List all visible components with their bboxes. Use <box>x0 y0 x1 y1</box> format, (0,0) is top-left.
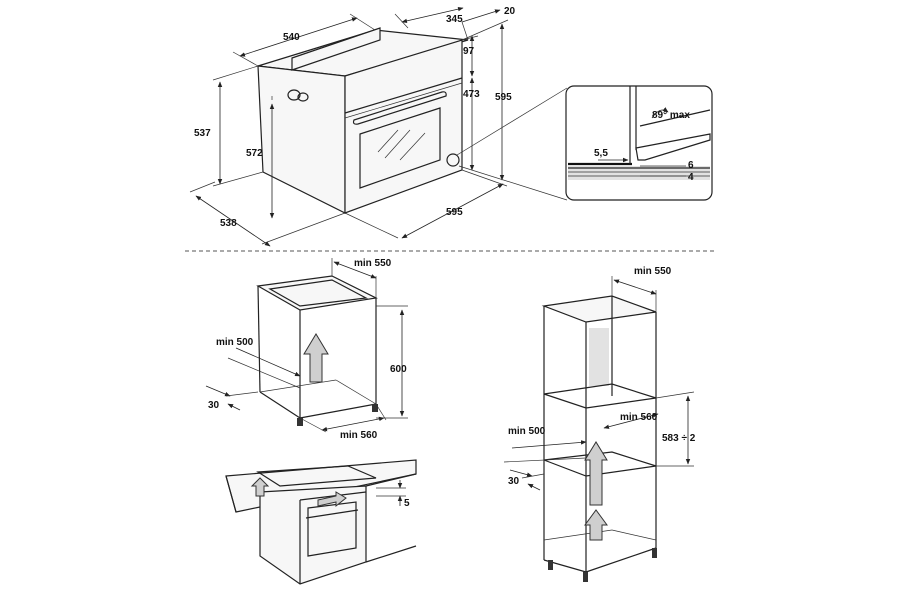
uc-height: 600 <box>390 364 407 375</box>
hob-installation: 5 <box>225 459 417 585</box>
uc-offset: 30 <box>208 400 220 411</box>
detail-dim-b: 4 <box>688 172 694 183</box>
detail-leader-bottom <box>458 165 568 201</box>
label-345: 345 <box>446 14 463 25</box>
label-20: 20 <box>504 6 516 17</box>
uc-width: min 560 <box>340 430 378 441</box>
under-counter-cabinet: min 550 600 min 500 min 560 30 <box>205 258 408 441</box>
dim-20: 20 <box>461 6 516 23</box>
label-97: 97 <box>463 46 475 57</box>
detail-angle: 89° max <box>652 110 690 121</box>
dim-595-width: 595 <box>344 169 508 239</box>
col-top-depth: min 550 <box>634 266 672 277</box>
label-595-height: 595 <box>495 92 512 103</box>
oven-dimension-view: 540 345 20 97 473 595 <box>189 6 713 247</box>
col-vent-depth: min 500 <box>508 426 546 437</box>
hinge-detail: 89° max 5,5 6 4 <box>565 85 713 201</box>
uc-vent-depth: min 500 <box>216 337 254 348</box>
uc-top-depth: min 550 <box>354 258 392 269</box>
label-538: 538 <box>220 218 237 229</box>
detail-leader-top <box>456 87 568 156</box>
detail-gap: 5,5 <box>594 148 608 159</box>
hob-gap: 5 <box>404 498 410 509</box>
dim-538: 538 <box>189 181 346 247</box>
label-595-width: 595 <box>446 207 463 218</box>
dim-595-height: 595 <box>461 19 512 181</box>
hob-vent-arrow-up-icon <box>250 477 270 497</box>
dim-537: 537 <box>194 65 264 187</box>
detail-dim-a: 6 <box>688 160 694 171</box>
col-offset: 30 <box>508 476 520 487</box>
hob-vent-arrow-side-icon <box>317 491 347 508</box>
label-572: 572 <box>246 148 263 159</box>
col-width: min 560 <box>620 412 658 423</box>
label-473: 473 <box>463 89 480 100</box>
dim-345: 345 <box>394 6 469 41</box>
label-540: 540 <box>283 32 300 43</box>
dim-473: 473 <box>463 77 480 171</box>
oven-body <box>257 27 469 214</box>
dim-97: 97 <box>461 35 479 77</box>
column-vent-arrow-lower-icon <box>584 509 608 541</box>
column-vent-arrow-upper-icon <box>584 441 608 506</box>
column-cabinet: min 550 min 560 583 ÷ 2 min 500 30 <box>503 266 696 582</box>
label-537: 537 <box>194 128 211 139</box>
dim-540: 540 <box>232 13 376 67</box>
vent-arrow-icon <box>303 333 329 383</box>
dim-572: 572 <box>246 103 275 219</box>
col-height: 583 ÷ 2 <box>662 433 696 444</box>
